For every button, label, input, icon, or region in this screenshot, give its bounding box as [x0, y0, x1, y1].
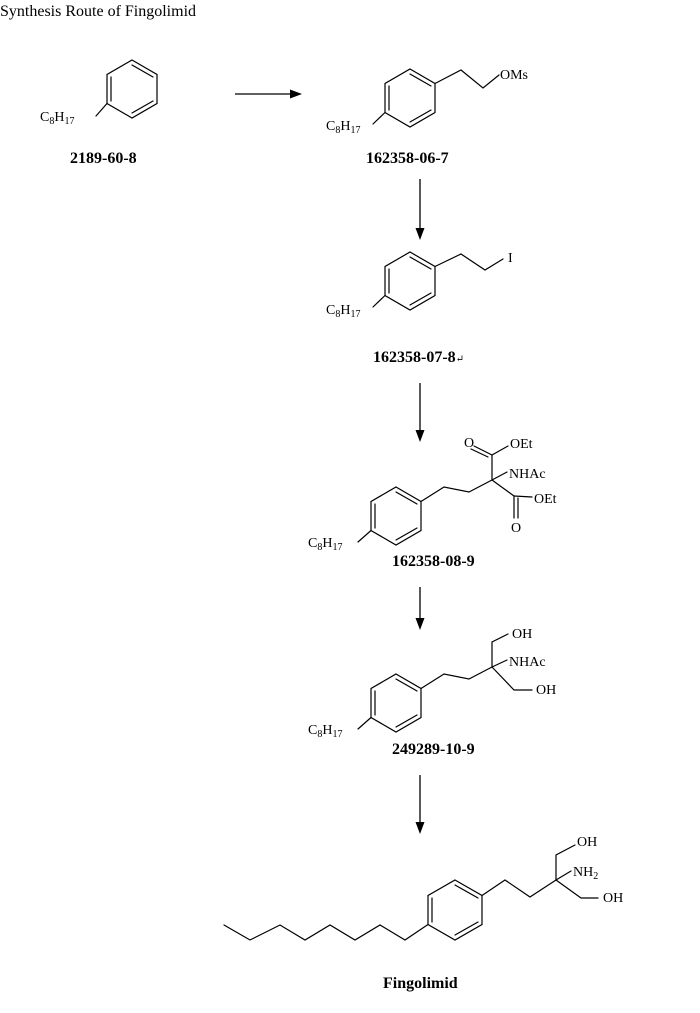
compound-162358-06-7: OMs C8H17 162358-06-7: [326, 68, 528, 167]
octyl-chain: [223, 923, 429, 941]
ethyl-chain: [420, 479, 493, 503]
cas-number: 162358-06-7: [366, 150, 449, 167]
alkyl-bond: [357, 529, 372, 543]
c8h17-label: C8H17: [308, 723, 342, 740]
reaction-arrow-1: [235, 89, 302, 99]
nhac-label: NHAc: [509, 467, 546, 482]
reaction-arrow-5: [415, 775, 425, 834]
c8h17-label: C8H17: [308, 536, 342, 553]
compound-fingolimid: OH NH2 OH Fingolimid: [223, 835, 623, 992]
diagram-title: Synthesis Route of Fingolimid: [0, 3, 196, 20]
compound-2189-60-8: C8H17 2189-60-8: [40, 59, 158, 167]
ester-bottom-label: OEt: [534, 492, 557, 507]
c8h17-label: C8H17: [326, 119, 360, 136]
benzene-ring: [427, 879, 483, 941]
benzene-ring: [106, 59, 158, 119]
ethyl-chain: [434, 69, 500, 89]
alkyl-bond: [357, 716, 372, 730]
reaction-arrow-3: [415, 383, 425, 442]
reaction-arrow-4: [415, 587, 425, 630]
nhac-label: NHAc: [509, 655, 546, 670]
benzene-ring: [370, 486, 422, 546]
c8h17-label: C8H17: [40, 110, 74, 127]
ethyl-chain: [420, 666, 493, 690]
paragraph-mark: ↵: [456, 354, 464, 365]
compound-249289-10-9: OH NHAc OH C8H17 249289-10-9: [308, 627, 556, 758]
benzene-ring: [384, 68, 436, 128]
hydroxyl-top-label: OH: [577, 835, 597, 850]
compound-162358-07-8: I C8H17 162358-07-8↵: [326, 251, 513, 366]
ethyl-chain: [481, 879, 557, 898]
benzene-ring: [370, 673, 422, 733]
alkyl-bond: [95, 102, 108, 117]
benzene-ring: [384, 251, 436, 311]
oms-label: OMs: [500, 68, 528, 83]
reaction-arrow-2: [415, 179, 425, 240]
hydroxyl-bottom-label: OH: [603, 891, 623, 906]
carbonyl-oxygen-top: O: [464, 436, 474, 451]
nh2-label: NH2: [573, 865, 598, 882]
c8h17-label: C8H17: [326, 303, 360, 320]
cas-number: 162358-07-8↵: [373, 349, 464, 366]
iodo-label: I: [508, 251, 513, 266]
hydroxyl-bottom-label: OH: [536, 683, 556, 698]
product-name: Fingolimid: [383, 975, 458, 992]
carbonyl-oxygen-bottom: O: [511, 521, 521, 536]
ester-top-label: OEt: [510, 437, 533, 452]
ethyl-chain: [434, 253, 504, 271]
alkyl-bond: [372, 294, 386, 308]
cas-number: 2189-60-8: [70, 150, 137, 167]
compound-162358-08-9: O OEt NHAc O OEt C8H17 162358-08-9: [308, 436, 557, 570]
cas-number: 162358-08-9: [392, 553, 475, 570]
cas-number: 249289-10-9: [392, 741, 475, 758]
hydroxyl-top-label: OH: [512, 627, 532, 642]
alkyl-bond: [372, 111, 386, 125]
